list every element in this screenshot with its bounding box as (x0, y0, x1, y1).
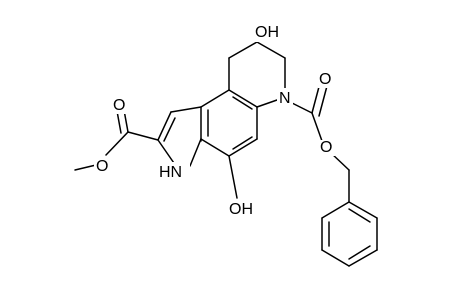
bond (157, 139, 177, 167)
bond (348, 201, 378, 219)
bond (228, 138, 258, 157)
bond (105, 131, 129, 156)
bond (348, 208, 371, 223)
carbamate-oxygen-label: O (320, 139, 332, 156)
hydroxyl-label-top: OH (255, 24, 279, 41)
bond (170, 106, 202, 113)
bond (348, 245, 371, 260)
bond (228, 89, 258, 108)
bond (74, 164, 97, 171)
atom-labels: OH N O O O O HN OH (94, 24, 335, 218)
bond (348, 249, 378, 267)
bond (256, 41, 286, 59)
bond (321, 249, 350, 267)
ester-carbonyl-oxygen-label: O (113, 97, 125, 114)
bond (291, 102, 313, 114)
bond (163, 117, 176, 142)
bonds (74, 31, 378, 267)
bond (228, 155, 238, 199)
carbamate-carbonyl-oxygen-label: O (319, 71, 331, 88)
bond (116, 110, 122, 134)
bond (232, 136, 253, 150)
bond (256, 99, 278, 108)
hydroxyl-label-bottom: OH (229, 201, 253, 218)
bond (127, 131, 159, 141)
bond (157, 111, 172, 141)
ring-nitrogen-label: N (279, 90, 291, 107)
pyrrole-nh-label: HN (159, 164, 182, 181)
ester-oxygen-label: O (96, 158, 108, 175)
bond (200, 138, 230, 157)
bond (189, 138, 202, 167)
bond (200, 89, 230, 108)
bond (228, 41, 258, 59)
bond (321, 201, 350, 219)
bond (232, 96, 253, 110)
bond (318, 85, 328, 117)
bond (311, 112, 323, 142)
